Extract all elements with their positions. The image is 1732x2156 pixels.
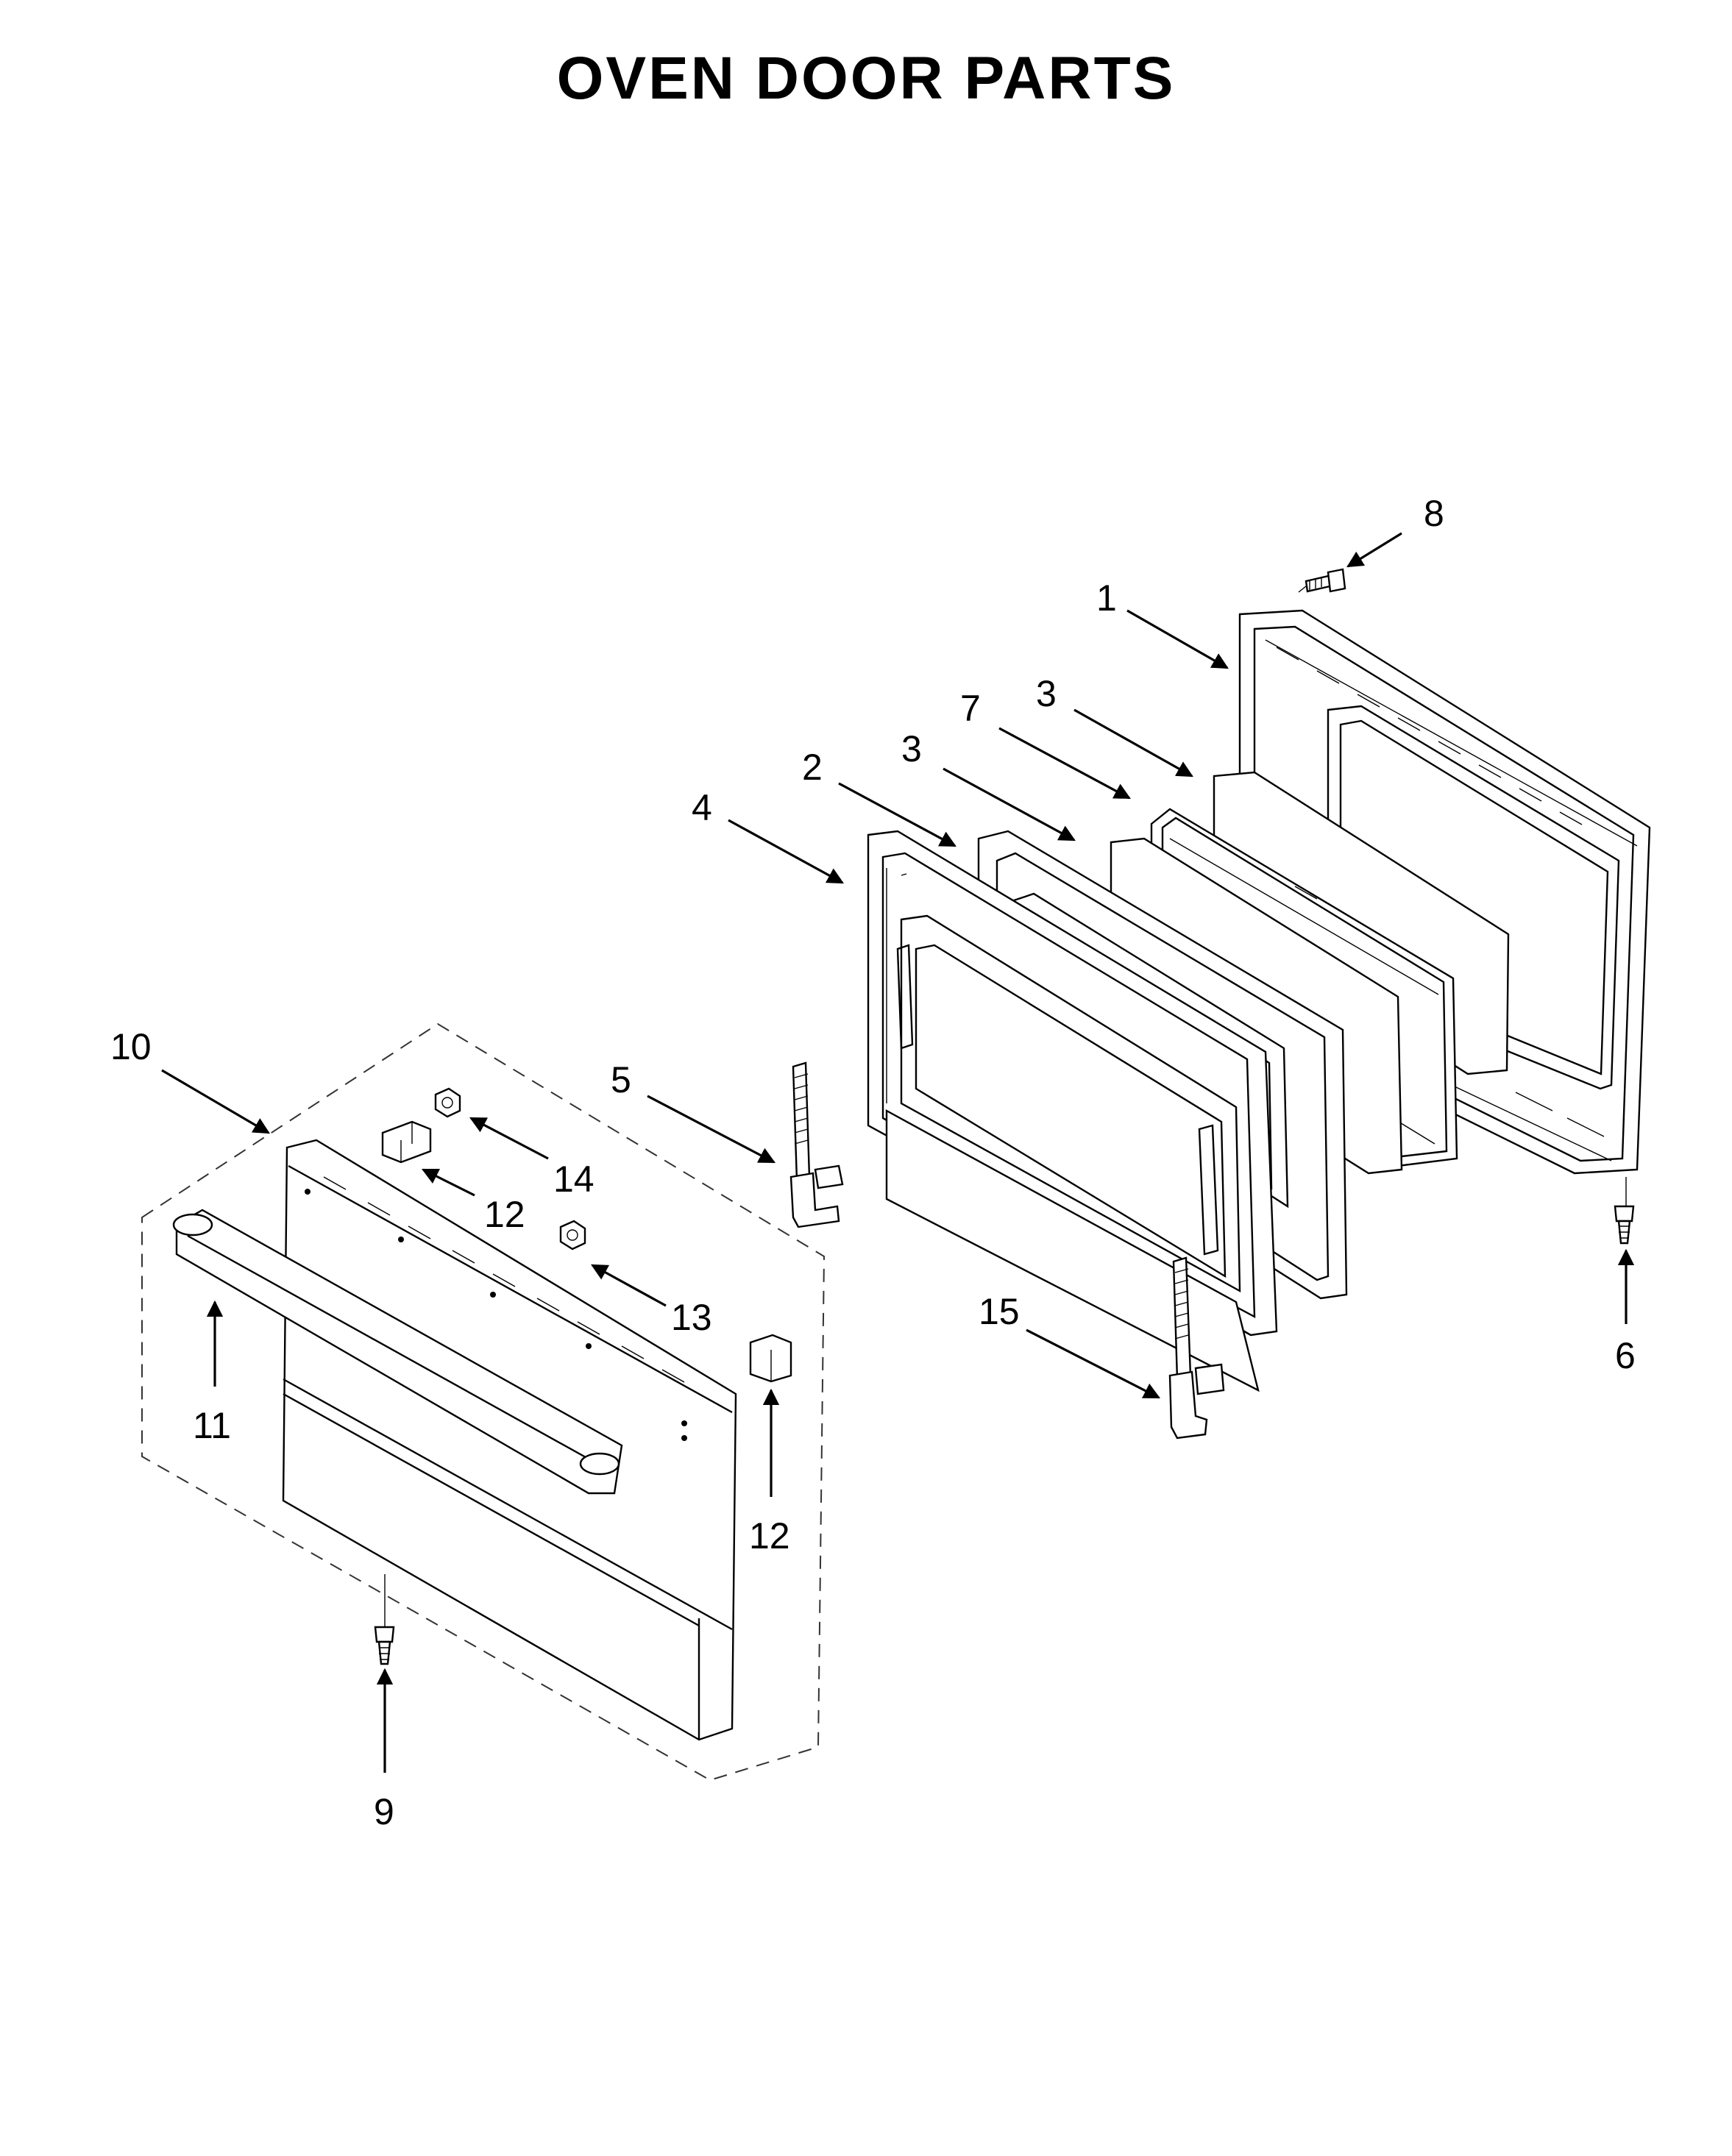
callout-label: 8 [1424,493,1444,534]
callout-label: 12 [484,1194,525,1235]
part-nut-lower [559,1220,586,1250]
part-right-hinge [1168,1256,1225,1440]
callout-label: 2 [802,747,823,788]
callout-label: 13 [671,1297,712,1338]
callout-label: 3 [901,728,922,769]
callout-label: 11 [193,1405,231,1446]
callout-label: 7 [960,688,981,729]
callout-label: 12 [749,1515,790,1556]
part-inner-door-liner [867,830,1278,1392]
callout-label: 6 [1615,1335,1636,1376]
part-screw-bottom [374,1626,395,1665]
callout-label: 15 [979,1291,1020,1332]
part-door-handle [172,1209,623,1495]
part-handle-bracket-left [381,1120,432,1164]
callout-label: 5 [611,1059,631,1100]
callout-label: 14 [553,1159,595,1200]
callout-label: 3 [1036,673,1057,714]
part-nut-upper [434,1087,461,1118]
part-screw-top [1305,568,1346,593]
page-title: OVEN DOOR PARTS [556,45,1176,112]
callout-label: 1 [1096,577,1117,619]
part-left-hinge [789,1061,844,1228]
callout-label: 4 [692,787,712,828]
callout-label: 9 [374,1791,394,1832]
callout-label: 10 [110,1026,152,1067]
part-handle-bracket-right [749,1334,792,1383]
callout-arrows [161,532,1635,1773]
part-screw-right [1614,1205,1635,1245]
